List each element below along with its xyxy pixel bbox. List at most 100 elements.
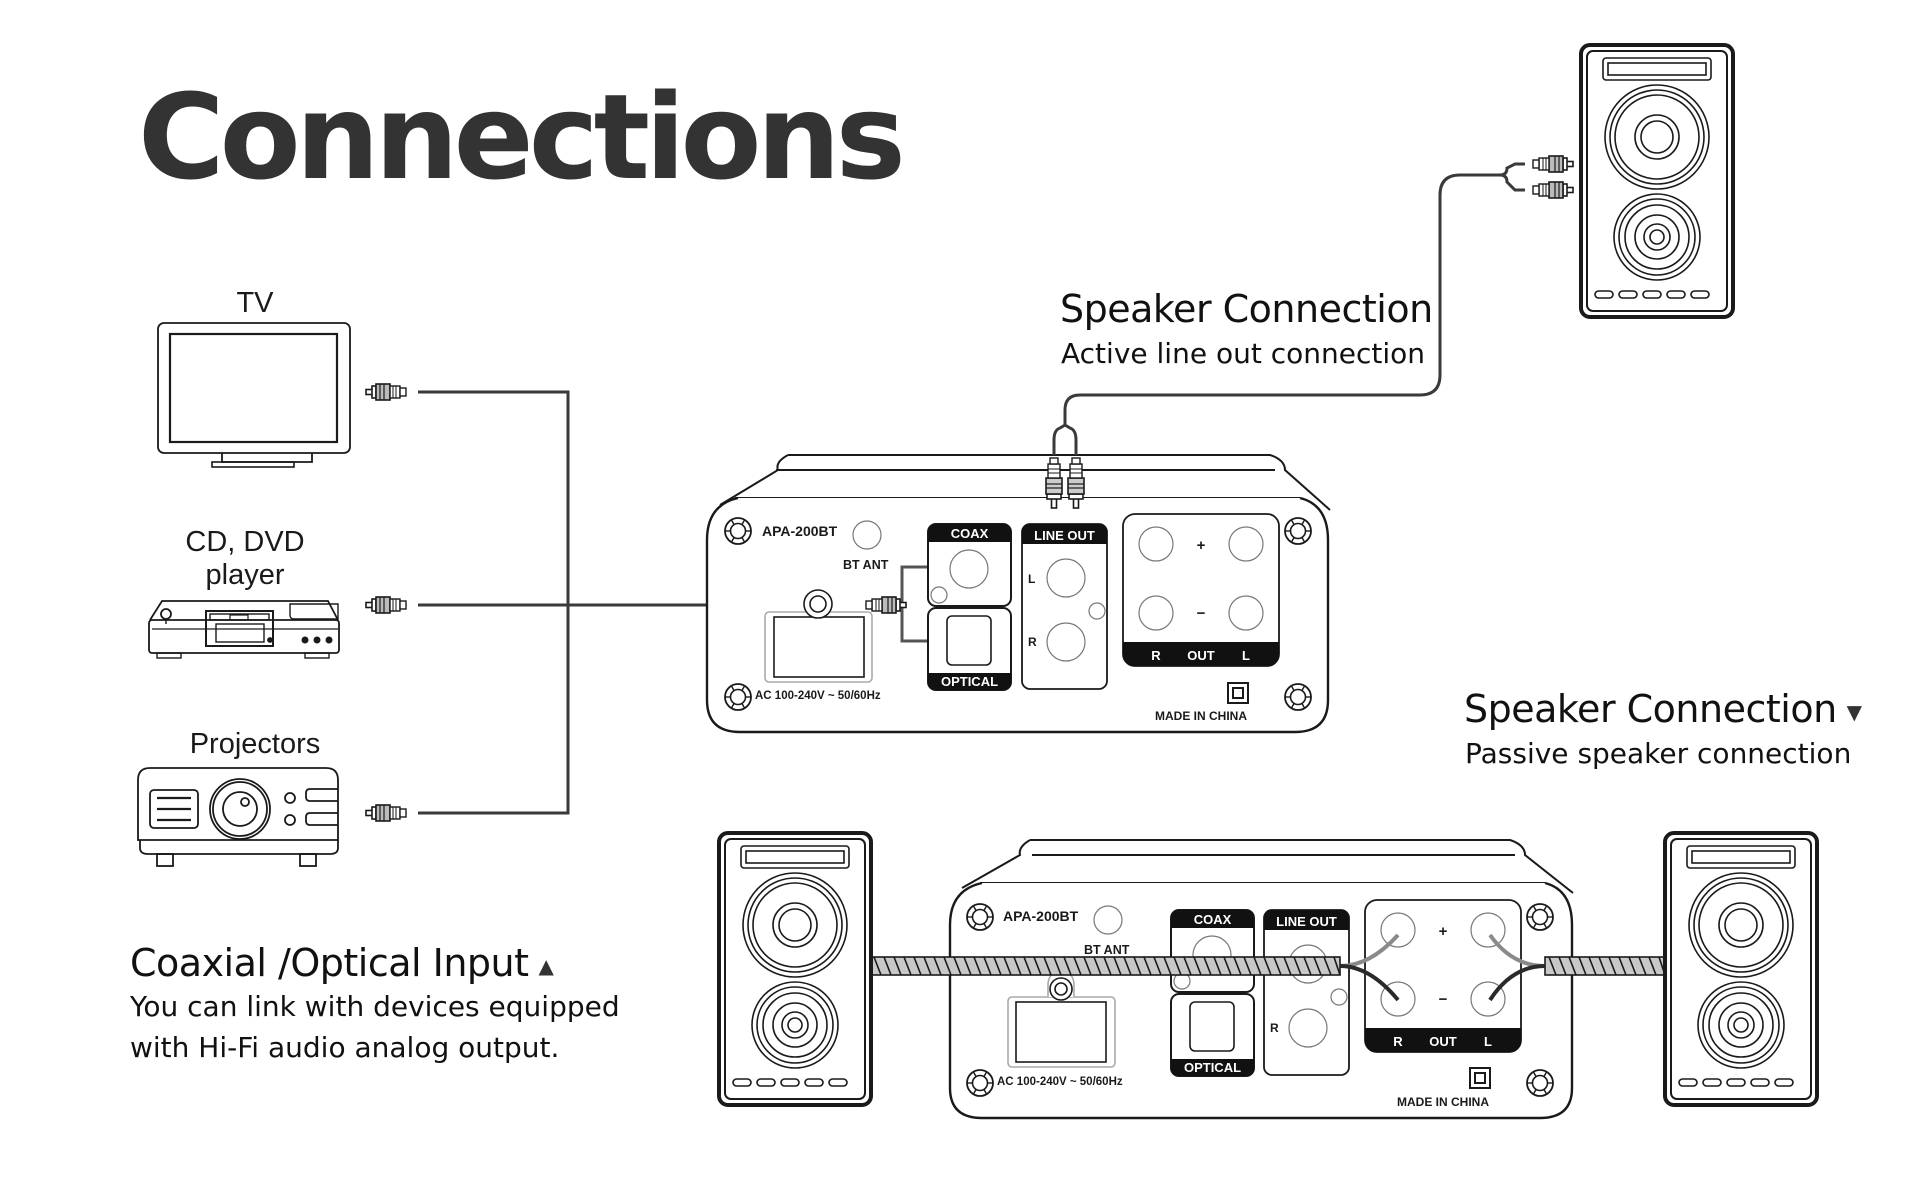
power-rating: AC 100-240V ~ 50/60Hz (997, 1076, 1123, 1088)
coax-label: COAX (951, 526, 989, 541)
wire-stripe (1093, 956, 1102, 976)
amplifier-bottom: APA-200BT BT ANT AC 100-240V ~ 50/60Hz C… (948, 839, 1574, 1120)
wire-stripe (1023, 956, 1032, 976)
rca-plug-coax (866, 597, 906, 613)
wire-stripe (1313, 956, 1322, 976)
passive-speaker-heading: Speaker Connection ▼ (1464, 690, 1862, 728)
minus-label: − (1197, 605, 1206, 622)
model-label: APA-200BT (762, 523, 838, 539)
wire-stripe (1033, 956, 1042, 976)
active-speaker-heading: Speaker Connection (1060, 287, 1433, 331)
wire-stripe (1143, 956, 1152, 976)
wire-stripe (1273, 956, 1282, 976)
screw-icon (966, 1069, 994, 1097)
wire-stripe (1628, 956, 1637, 976)
input-heading-text: Coaxial /Optical Input (130, 941, 529, 985)
rca-plug-projector (365, 804, 407, 822)
out-label: OUT (1429, 1034, 1457, 1049)
wire-stripe (913, 956, 922, 976)
wire-stripe (893, 956, 902, 976)
player-label-line1: CD, DVD (185, 526, 305, 558)
wire-stripe (1183, 956, 1192, 976)
wire-stripe (933, 956, 942, 976)
line-out-left-label: L (1028, 572, 1035, 586)
speaker-wire-left (869, 933, 1400, 1002)
active-speaker-icon (1579, 43, 1735, 319)
wire-stripe (1233, 956, 1242, 976)
rca-plug-tv (365, 383, 407, 401)
screw-icon (966, 903, 994, 931)
active-speaker-subheading: Active line out connection (1061, 337, 1425, 370)
line-out-label: LINE OUT (1276, 914, 1337, 929)
origin-label: MADE IN CHINA (1155, 709, 1247, 723)
optical-label: OPTICAL (941, 674, 998, 689)
plus-label: + (1439, 923, 1448, 940)
dvd-player-icon (148, 600, 340, 659)
wire-stripe (1063, 956, 1072, 976)
wire-stripe (883, 956, 892, 976)
wire-stripe (1568, 956, 1577, 976)
wire-stripe (1003, 956, 1012, 976)
wire-stripe (1558, 956, 1567, 976)
wire-stripe (973, 956, 982, 976)
wire-stripe (1548, 956, 1557, 976)
model-label: APA-200BT (1003, 908, 1079, 924)
wire-stripe (1153, 956, 1162, 976)
bt-ant-label: BT ANT (1084, 943, 1130, 957)
input-heading: Coaxial /Optical Input▲ (130, 941, 554, 985)
screw-icon (1284, 517, 1312, 545)
screw-icon (1284, 683, 1312, 711)
wire-stripe (1083, 956, 1092, 976)
optical-label: OPTICAL (1184, 1060, 1241, 1075)
wire-stripe (1053, 956, 1062, 976)
wire-stripe (1193, 956, 1202, 976)
passive-speaker-left-icon (717, 831, 873, 1107)
rca-plug-player (365, 596, 407, 614)
wire-stripe (963, 956, 972, 976)
wire-stripe (1608, 956, 1617, 976)
wire-stripe (1293, 956, 1302, 976)
wire-stripe (1113, 956, 1122, 976)
wire-stripe (873, 956, 882, 976)
line-out-label: LINE OUT (1034, 528, 1095, 543)
wire-stripe (1283, 956, 1292, 976)
page-title: Connections (138, 68, 906, 206)
projector-label: Projectors (189, 728, 321, 760)
wire-stripe (1598, 956, 1607, 976)
wire-stripe (1303, 956, 1312, 976)
wire-stripe (1323, 956, 1332, 976)
tv-icon (157, 322, 351, 468)
wire-stripe (1333, 956, 1341, 976)
player-label-line2: player (205, 559, 285, 592)
passive-speaker-heading-text: Speaker Connection (1464, 687, 1837, 731)
amplifier-top: APA-200BT BT ANT AC 100-240V ~ 50/60Hz C… (705, 454, 1331, 734)
screw-icon (724, 517, 752, 545)
wire-stripe (1073, 956, 1082, 976)
line-out-cable (1052, 162, 1525, 455)
plus-label: + (1197, 537, 1206, 554)
player-label: CD, DVD player (150, 526, 340, 593)
wire-stripe (1223, 956, 1232, 976)
wire-stripe (983, 956, 992, 976)
input-description-line1: You can link with devices equipped (130, 990, 620, 1023)
wire-stripe (1213, 956, 1222, 976)
wire-stripe (1163, 956, 1172, 976)
wire-stripe (923, 956, 932, 976)
wire-stripe (1013, 956, 1022, 976)
wire-stripe (1043, 956, 1052, 976)
bt-ant-label: BT ANT (843, 558, 889, 572)
line-out-panel (1021, 523, 1108, 690)
out-l-label: L (1484, 1034, 1492, 1049)
rca-plug-speaker-1 (1533, 156, 1573, 172)
wire-stripe (903, 956, 912, 976)
screw-icon (1526, 903, 1554, 931)
wire-stripe (1103, 956, 1112, 976)
line-out-right-jack (1046, 622, 1086, 662)
wire-stripe (1123, 956, 1132, 976)
wire-stripe (953, 956, 962, 976)
down-triangle-icon: ▼ (1846, 699, 1862, 724)
coax-label: COAX (1194, 912, 1232, 927)
out-r-label: R (1393, 1034, 1403, 1049)
wire-stripe (1263, 956, 1272, 976)
